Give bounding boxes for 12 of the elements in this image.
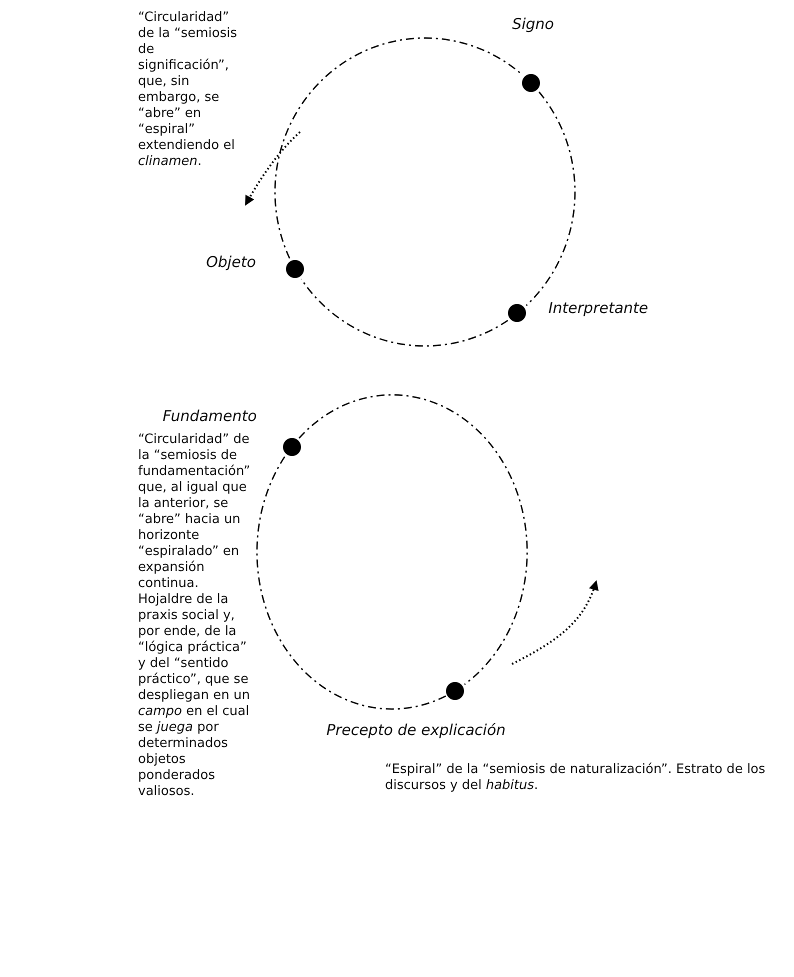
note-text: “Circularidad” de la “semiosis de fundamentación” que, al igual que la anterior, se “abre” hacia un horizonte “espiralado” en expansión continua. Hojaldre de la praxis social y, por ende, de la “lógica práctica” y del “sentido práctico”, que se despliegan en un campo en el cual se juega por determinados objetos ponderados valiosos. — [138, 432, 250, 800]
point-label: Objeto — [206, 254, 256, 270]
point-label: Fundamento — [162, 408, 257, 424]
point-label: Precepto de explicación — [326, 722, 506, 738]
point-label: Signo — [512, 16, 554, 32]
point-label: Interpretante — [548, 300, 648, 316]
cycle-arc — [298, 394, 528, 685]
cycle-arc — [274, 38, 523, 259]
note-text: “Circularidad” de la “semiosis de significación”, que, sin embargo, se “abre” en “espiral” extendiendo el clinamen. — [138, 10, 238, 170]
cycle-arc — [256, 456, 446, 710]
cycle-arc — [526, 92, 576, 306]
note-text: “Espiral” de la “semiosis de naturalización”. Estrato de los discursos y del habitus. — [385, 762, 766, 794]
